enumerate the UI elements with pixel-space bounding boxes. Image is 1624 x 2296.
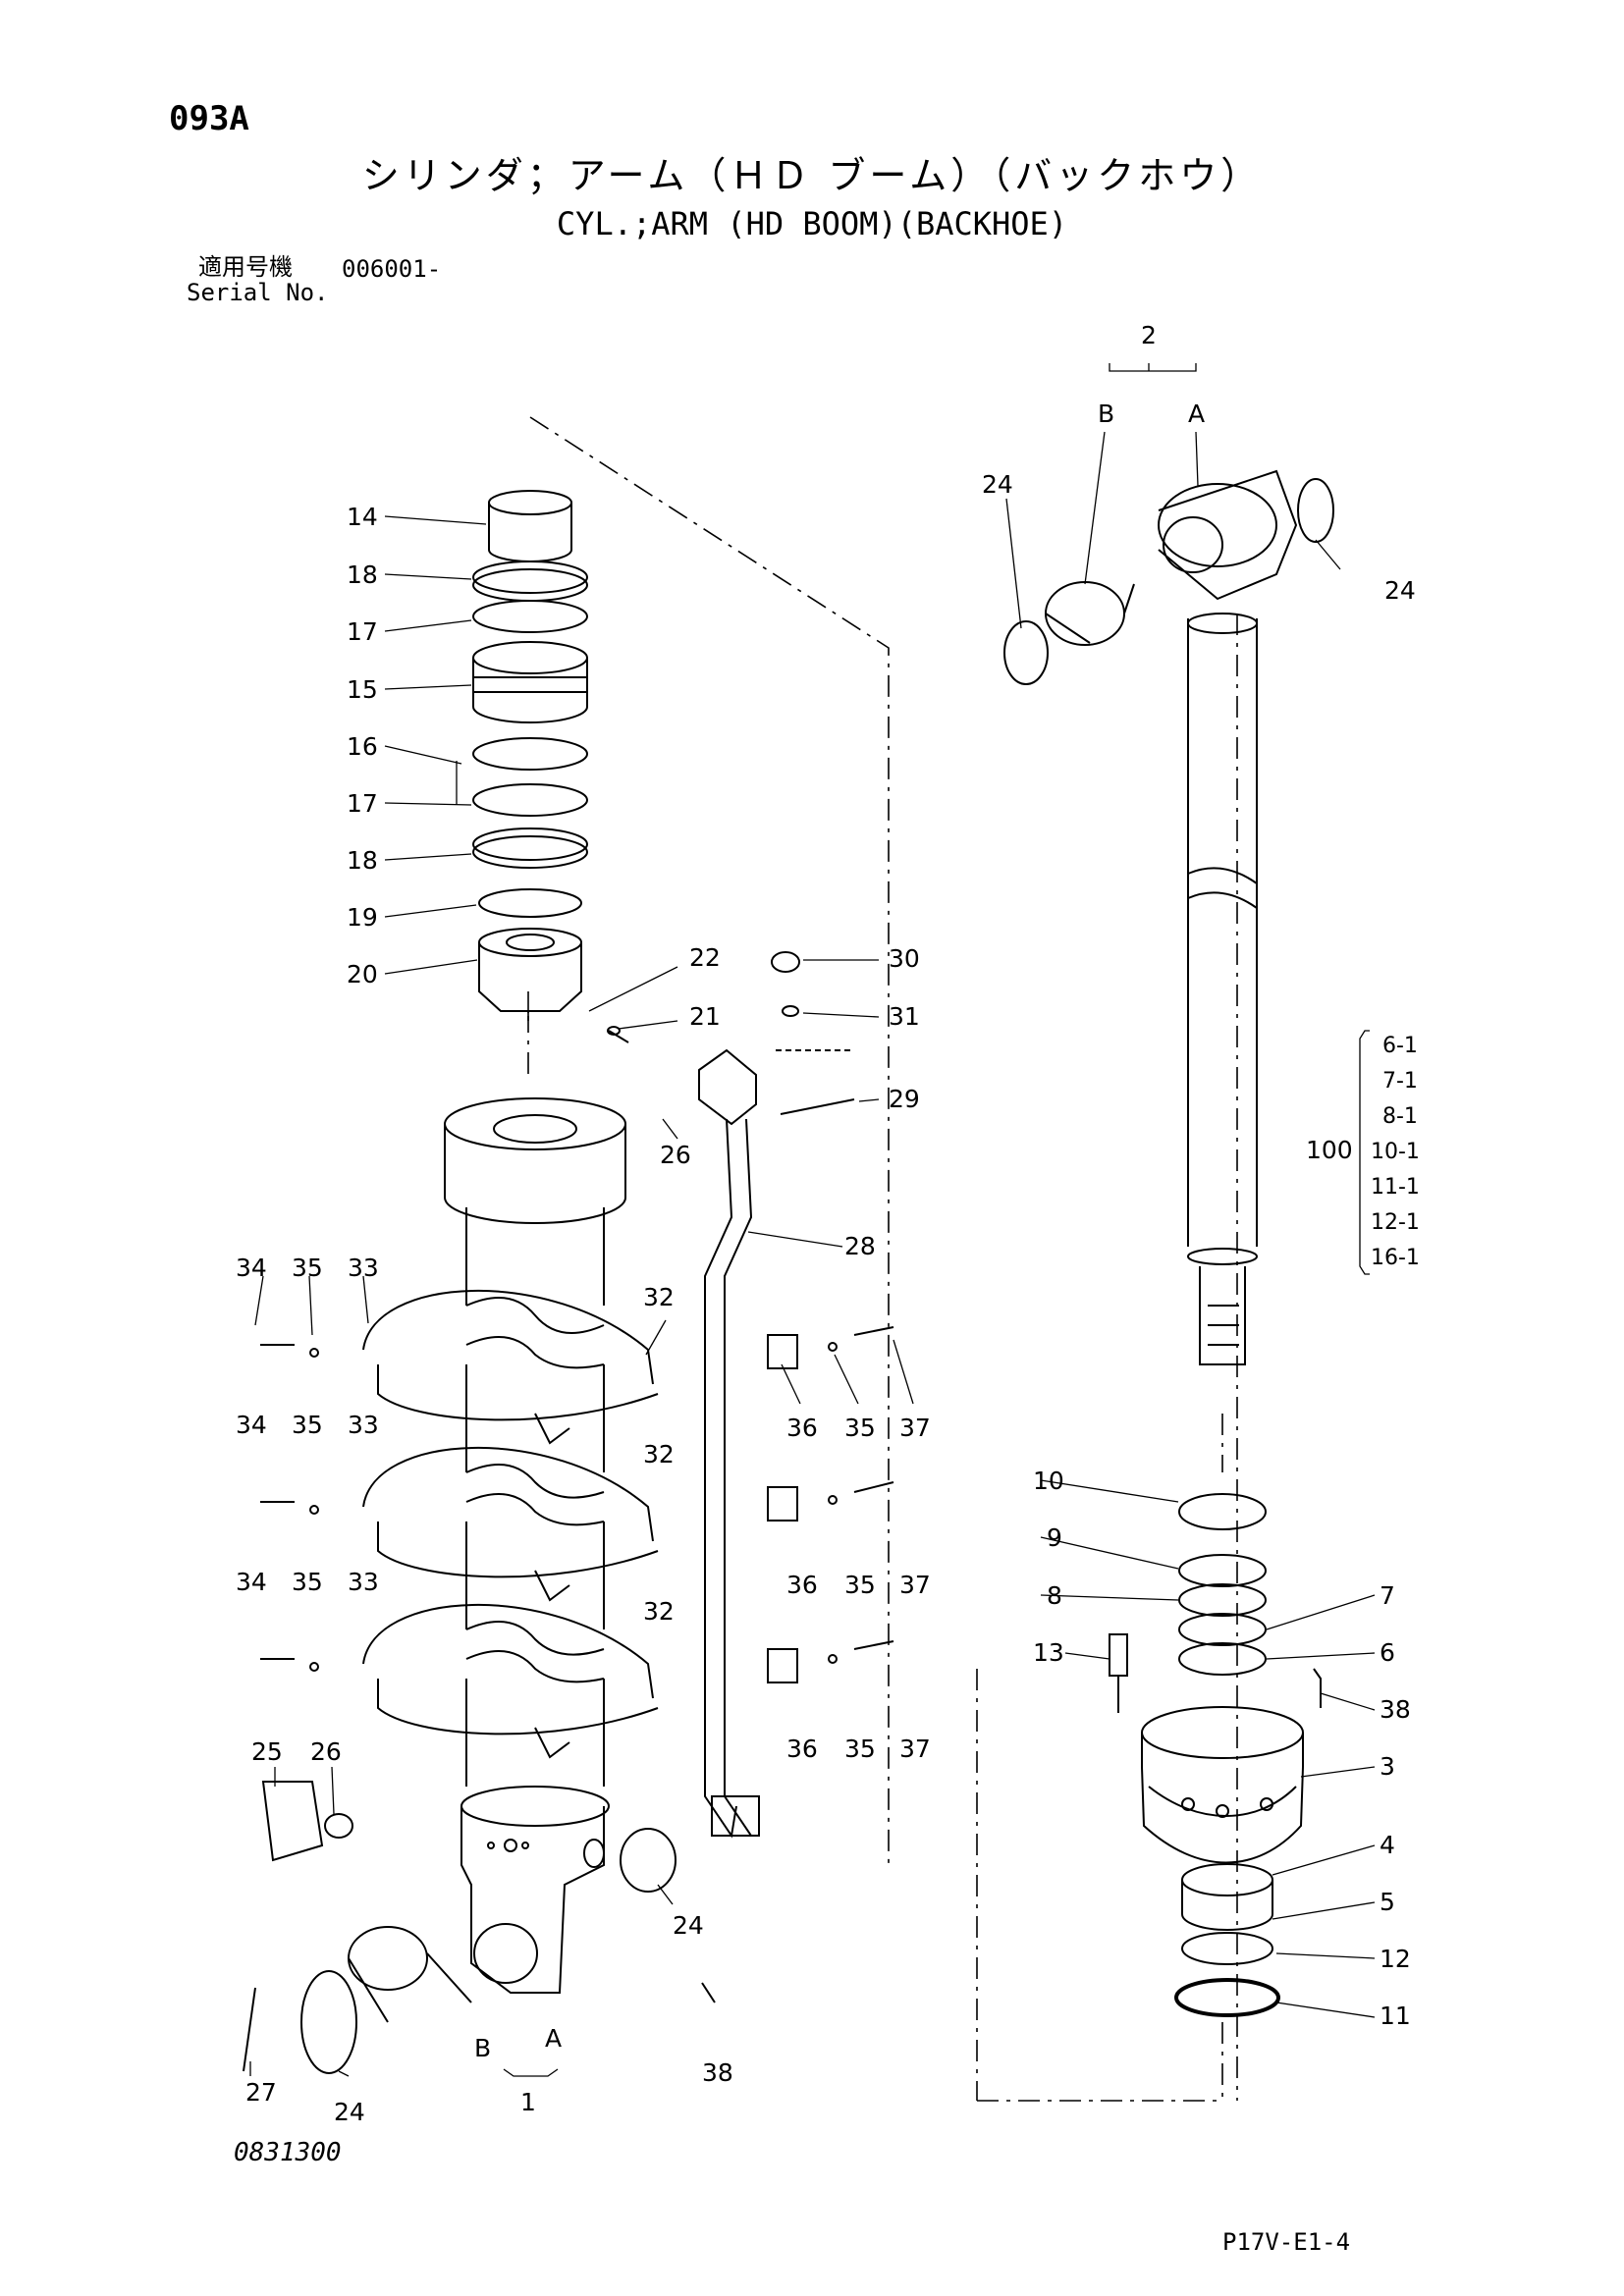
callout-100: 100 <box>1306 1136 1353 1164</box>
serial-label-english: Serial No. <box>187 279 329 306</box>
kit-item: 6-1 <box>1382 1034 1418 1058</box>
callout-12: 12 <box>1380 1945 1411 1973</box>
callout-A: A <box>1188 400 1205 428</box>
callout-35: 35 <box>292 1411 323 1439</box>
callout-36: 36 <box>786 1735 818 1763</box>
callout-37: 37 <box>899 1414 931 1442</box>
callout-34: 34 <box>236 1411 267 1439</box>
callout-24: 24 <box>334 2098 365 2126</box>
callout-26: 26 <box>660 1141 691 1169</box>
callout-32: 32 <box>643 1440 675 1468</box>
kit-item: 11-1 <box>1371 1175 1420 1200</box>
cylinder-tube <box>444 1097 626 1994</box>
callout-13: 13 <box>1033 1638 1064 1667</box>
callout-9: 9 <box>1047 1523 1062 1552</box>
callout-38: 38 <box>1380 1695 1411 1724</box>
callout-34: 34 <box>236 1254 267 1282</box>
callout-28: 28 <box>844 1232 876 1260</box>
callout-B: B <box>474 2034 491 2062</box>
callout-35: 35 <box>292 1254 323 1282</box>
kit-item: 16-1 <box>1371 1246 1420 1270</box>
callout-29: 29 <box>889 1085 920 1113</box>
callout-25: 25 <box>251 1737 283 1766</box>
clamp-bands <box>362 1290 659 1759</box>
callout-38: 38 <box>702 2058 733 2087</box>
callout-15: 15 <box>347 675 378 704</box>
callout-10: 10 <box>1033 1467 1064 1495</box>
kit-item: 10-1 <box>1371 1140 1420 1164</box>
callout-20: 20 <box>347 960 378 988</box>
callout-35: 35 <box>844 1735 876 1763</box>
callout-19: 19 <box>347 903 378 932</box>
callout-4: 4 <box>1380 1831 1395 1859</box>
callout-A: A <box>545 2024 562 2053</box>
callout-32: 32 <box>643 1597 675 1626</box>
serial-value: 006001- <box>342 255 442 283</box>
callout-26: 26 <box>310 1737 342 1766</box>
assembly-centerlines <box>527 416 1238 2102</box>
document-reference: P17V-E1-4 <box>1222 2228 1351 2256</box>
callout-8: 8 <box>1047 1581 1062 1610</box>
callout-5: 5 <box>1380 1888 1395 1916</box>
callout-2: 2 <box>1141 321 1157 349</box>
callout-32: 32 <box>643 1283 675 1311</box>
leader-lines <box>249 363 1376 2077</box>
title-japanese: シリンダ；アーム（ＨＤ ブーム）（バックホウ） <box>361 154 1263 197</box>
callout-30: 30 <box>889 944 920 973</box>
pipe-assembly <box>243 951 894 2074</box>
callout-36: 36 <box>786 1414 818 1442</box>
callout-37: 37 <box>899 1571 931 1599</box>
cylinder-head-stack <box>472 490 629 1043</box>
callout-16: 16 <box>347 732 378 761</box>
callout-24: 24 <box>1384 576 1416 605</box>
callout-33: 33 <box>348 1411 379 1439</box>
callout-35: 35 <box>844 1571 876 1599</box>
callout-7: 7 <box>1380 1581 1395 1610</box>
callout-17: 17 <box>347 617 378 646</box>
callout-24: 24 <box>673 1911 704 1940</box>
piston-rod <box>1003 469 1334 1365</box>
callout-labels: 14 18 17 15 16 17 18 19 20 22 21 30 31 2… <box>236 321 1420 2126</box>
callout-B: B <box>1098 400 1114 428</box>
callout-33: 33 <box>348 1568 379 1596</box>
callout-34: 34 <box>236 1568 267 1596</box>
callout-14: 14 <box>347 503 378 531</box>
callout-35: 35 <box>844 1414 876 1442</box>
callout-24: 24 <box>982 470 1013 499</box>
callout-22: 22 <box>689 943 721 972</box>
callout-1: 1 <box>520 2088 536 2116</box>
drawing-number: 0831300 <box>234 2138 342 2167</box>
kit-item: 8-1 <box>1382 1104 1418 1129</box>
callout-18: 18 <box>347 561 378 589</box>
callout-17: 17 <box>347 789 378 818</box>
callout-35: 35 <box>292 1568 323 1596</box>
callout-11: 11 <box>1380 2002 1411 2030</box>
title-english: CYL.;ARM (HD BOOM)(BACKHOE) <box>556 205 1068 242</box>
page-code: 093A <box>169 99 249 138</box>
kit-item: 7-1 <box>1382 1069 1418 1094</box>
callout-36: 36 <box>786 1571 818 1599</box>
callout-27: 27 <box>245 2078 277 2107</box>
callout-18: 18 <box>347 846 378 875</box>
callout-31: 31 <box>889 1002 920 1031</box>
callout-37: 37 <box>899 1735 931 1763</box>
callout-33: 33 <box>348 1254 379 1282</box>
callout-6: 6 <box>1380 1638 1395 1667</box>
callout-21: 21 <box>689 1002 721 1031</box>
callout-3: 3 <box>1380 1752 1395 1781</box>
gland-and-rings <box>1109 1493 1322 2017</box>
serial-label-japanese: 適用号機 <box>198 253 293 281</box>
kit-item: 12-1 <box>1371 1210 1420 1235</box>
